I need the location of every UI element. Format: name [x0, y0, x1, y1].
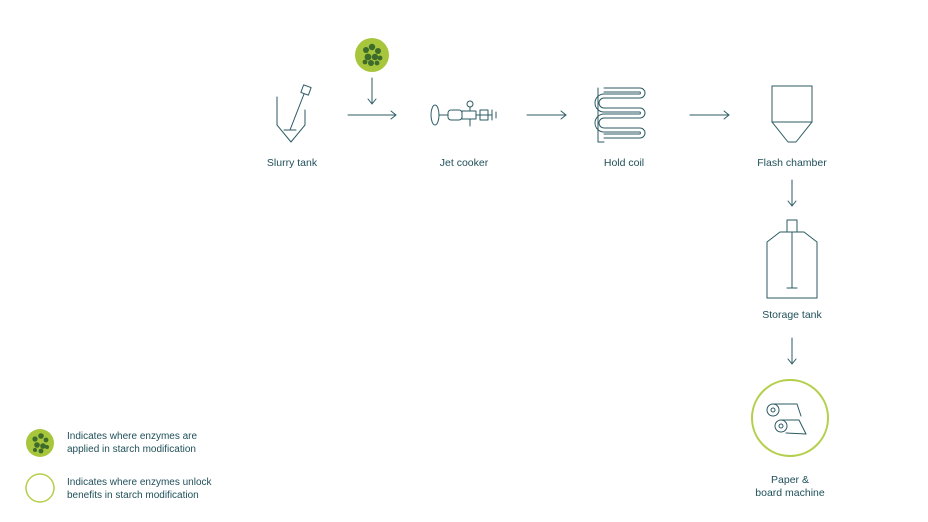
jet-cooker-icon [430, 100, 497, 127]
legend-benefits-line1: Indicates where enzymes unlock [67, 477, 212, 488]
label-paper-line2: board machine [755, 487, 825, 499]
legend-item-applied: Indicates where enzymes are applied in s… [67, 431, 237, 456]
arrow-flash-to-storage [787, 179, 797, 207]
legend-enzyme-applied-icon [26, 429, 54, 457]
flash-chamber-icon [771, 85, 813, 143]
legend-applied-line1: Indicates where enzymes are [67, 431, 198, 442]
legend-enzyme-benefit-ring-icon [25, 473, 55, 503]
label-jet-cooker: Jet cooker [439, 157, 489, 169]
legend-item-benefits: Indicates where enzymes unlock benefits … [67, 477, 237, 502]
label-flash-chamber: Flash chamber [757, 157, 827, 169]
label-hold-coil: Hold coil [603, 157, 645, 169]
enzyme-applied-icon [355, 38, 389, 72]
label-paper-machine: Paper & board machine [740, 474, 840, 500]
arrow-coil-to-flash [689, 110, 730, 120]
hold-coil-icon [594, 87, 646, 143]
slurry-tank-icon [276, 84, 312, 143]
arrow-slurry-to-jet [347, 110, 397, 120]
arrow-jet-to-coil [526, 110, 567, 120]
paper-machine-icon [751, 379, 829, 457]
arrow-storage-to-paper [787, 337, 797, 365]
legend-benefits-line2: benefits in starch modification [67, 489, 199, 501]
label-paper-line1: Paper & [771, 474, 809, 486]
legend-applied-line2: applied in starch modification [67, 443, 196, 455]
storage-tank-icon [766, 219, 818, 299]
label-slurry-tank: Slurry tank [266, 157, 318, 169]
label-storage-tank: Storage tank [762, 309, 822, 321]
